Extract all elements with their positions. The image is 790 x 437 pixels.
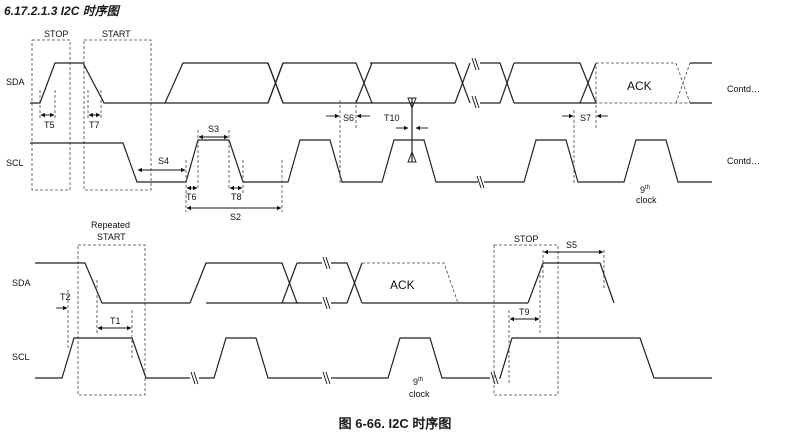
ninth-clock-word: clock [636,195,657,205]
bottom-scl-break-4 [325,371,331,385]
bottom-stop-box [493,244,559,396]
bottom-scl-waveform-3 [331,337,490,379]
bottom-sda-break-4 [325,296,331,310]
bottom-sda-waveform-start [35,262,190,304]
bottom-sda-eye-2-top [331,262,363,304]
bottom-scl-waveform-2 [199,337,322,379]
bottom-sda-stop-rise [527,262,615,304]
scl-waveform [30,139,478,183]
sda-signal-label: SDA [6,77,25,87]
start-condition-box [83,39,152,191]
sda-data-eye-1-bot [165,62,284,104]
repeated-start-box [77,244,146,396]
t10-label: T10 [384,113,400,123]
sda-break-mark-3 [471,95,477,109]
t9-label: T9 [519,307,530,317]
s4-label: S4 [158,156,169,166]
bottom-scl-waveform-4 [499,337,712,379]
sda-break-mark-4 [474,95,480,109]
t8-label: T8 [231,192,242,202]
t5-label: T5 [44,120,55,130]
scl-break-mark-2 [479,175,485,189]
bottom-scl-break-1 [190,371,196,385]
s7-label: S7 [580,113,591,123]
bottom-sda-label: SDA [12,278,31,288]
bottom-sda-eye-2-bot [331,262,363,304]
t7-label: T7 [89,120,100,130]
sda-ack-cross [675,62,691,104]
start-box-label: START [102,29,131,39]
bottom-scl-break-5 [490,371,496,385]
stop-condition-box [31,39,71,191]
scl-break-mark-1 [476,175,482,189]
scl-contd-label: Contd… [727,156,760,166]
sda-data-eye-3 [355,62,455,104]
bottom-ninth-clock-number: 9th [413,377,423,387]
bottom-sda-eye-1-cross [281,262,298,304]
sda-data-eye-5 [514,62,597,104]
t1-label: T1 [110,316,121,326]
repeated-start-label-2: START [97,232,126,242]
bottom-scl-break-3 [322,371,328,385]
bottom-scl-break-2 [193,371,199,385]
scl-waveform-2 [484,139,712,183]
scl-signal-label: SCL [6,158,24,168]
figure-caption: 图 6-66. I2C 时序图 [338,416,452,431]
sda-data-eye-2 [267,62,373,104]
ack-label: ACK [627,79,652,93]
bottom-sda-break-2 [325,256,331,270]
bottom-sda-eye-1 [189,262,298,304]
s3-label: S3 [208,124,219,134]
stop-box-label: STOP [44,29,68,39]
sda-data-eye-5-b [579,62,597,104]
top-timing-diagram: STOP START SDA ACK Contd… SCL [6,29,760,222]
t2-label: T2 [60,292,71,302]
s5-label: S5 [566,240,577,250]
bottom-sda-break-1 [322,256,328,270]
sda-data-eye-1-top [164,62,284,104]
bottom-sda-break-3 [322,296,328,310]
s2-label: S2 [230,212,241,222]
sda-waveform-start [30,62,165,104]
repeated-start-label-1: Repeated [91,220,130,230]
s6-label: S6 [343,113,354,123]
t6-label: T6 [186,192,197,202]
ninth-clock-number: 9th [640,185,650,195]
sda-data-eye-4-bot [480,62,515,104]
sda-contd-label: Contd… [727,84,760,94]
bottom-scl-label: SCL [12,352,30,362]
bottom-timing-diagram: Repeated START STOP SDA ACK SCL 9th [12,220,712,399]
sda-line-cross-b [454,62,471,104]
bottom-ninth-clock-word: clock [409,389,430,399]
sda-break-mark-1 [471,57,477,71]
bottom-stop-label: STOP [514,234,538,244]
bottom-scl-break-6 [493,371,499,385]
sda-data-eye-4-top [480,62,515,104]
section-heading: 6.17.2.1.3 I2C 时序图 [4,4,119,18]
bottom-ack-label: ACK [390,278,415,292]
sda-break-mark-2 [474,57,480,71]
bottom-scl-waveform [35,337,190,379]
